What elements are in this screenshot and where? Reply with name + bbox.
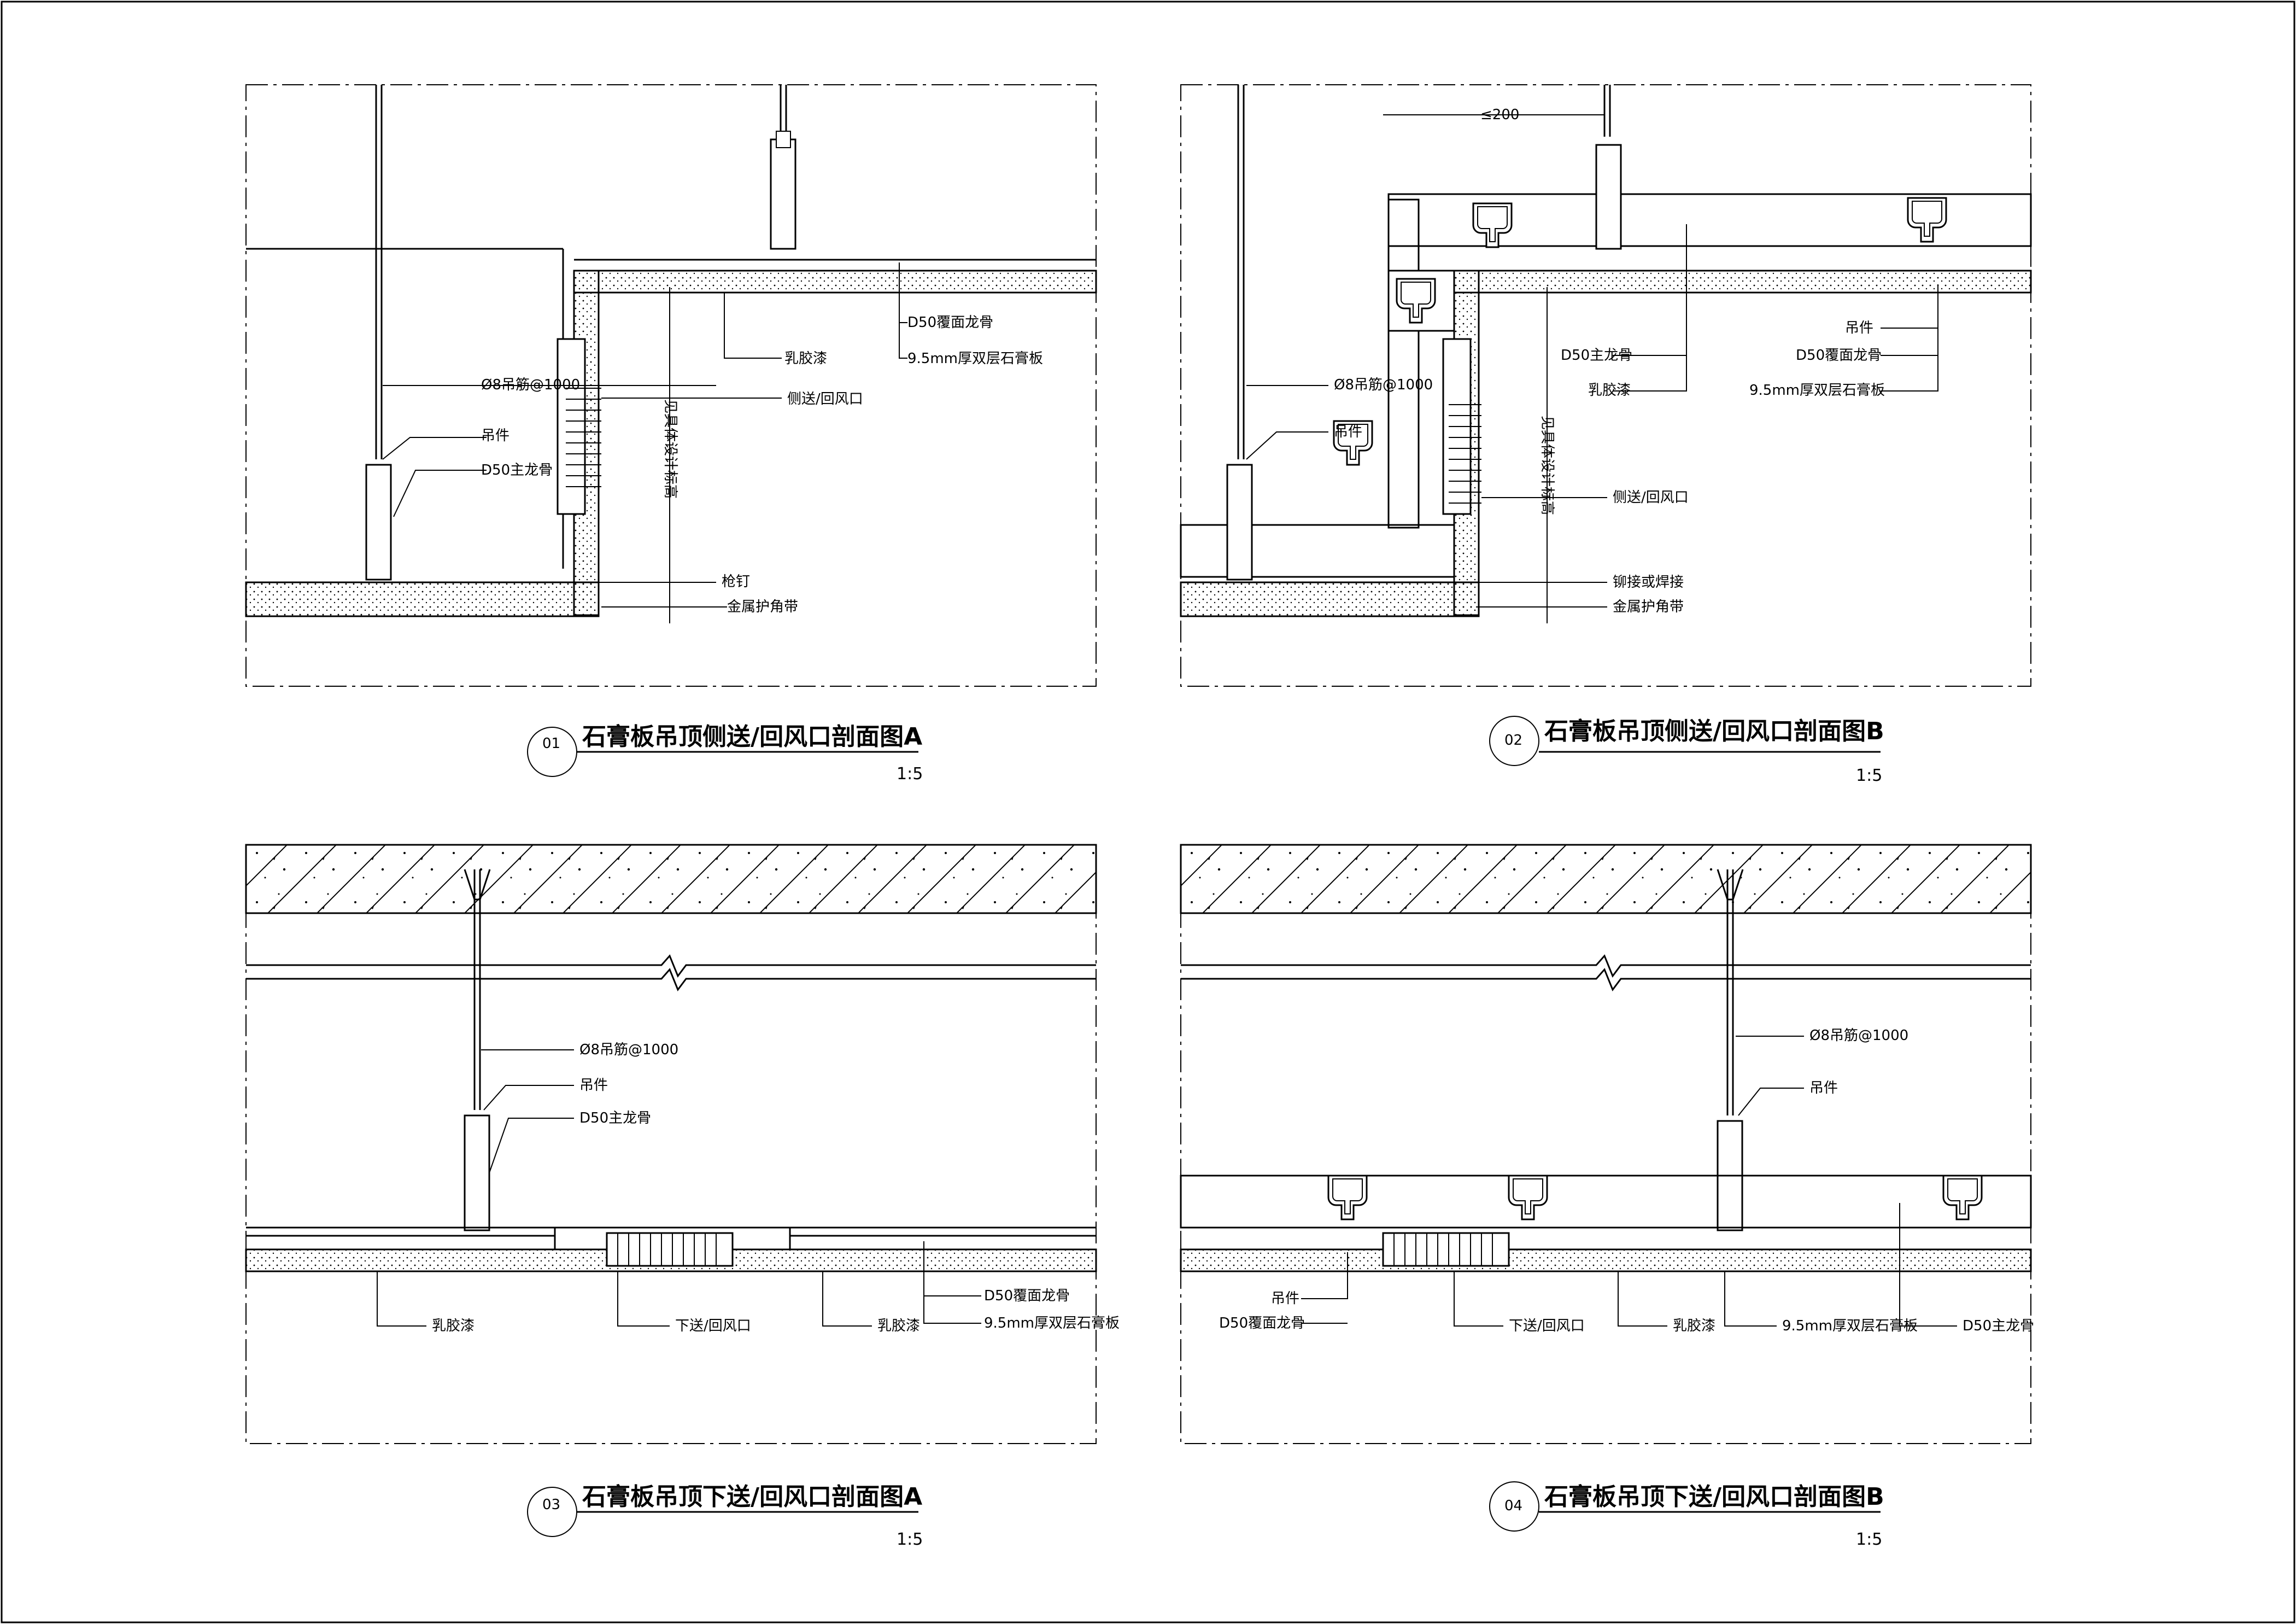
bottom-vent (1382, 1232, 1510, 1267)
detail-02-number: 02 (1504, 732, 1522, 749)
label-hanger-low: 吊件 (1271, 1290, 1299, 1307)
detail-04-scale: 1:5 (1856, 1530, 1882, 1549)
detail-02: ≤200 吊件 D50覆面龙骨 9.5mm厚双层石膏板 D50主龙骨 乳胶漆 Ø… (1180, 84, 2032, 785)
detail-04-title: 石膏板吊顶下送/回风口剖面图B (1544, 1483, 1884, 1511)
label-vent: 侧送/回风口 (787, 391, 863, 407)
label-latex: 乳胶漆 (1588, 382, 1631, 399)
detail-03-number: 03 (542, 1497, 560, 1513)
detail-03-scale: 1:5 (897, 1530, 923, 1549)
label-latex: 乳胶漆 (1673, 1318, 1715, 1334)
detail-01-labels: Ø8吊筋@1000 吊件 D50主龙骨 乳胶漆 D50覆面龙骨 9.5mm厚双层… (481, 314, 1043, 615)
detail-01: Ø8吊筋@1000 吊件 D50主龙骨 乳胶漆 D50覆面龙骨 9.5mm厚双层… (245, 84, 1097, 784)
detail-01-number-circle (527, 727, 577, 777)
side-vent (557, 338, 586, 515)
detail-02-labels: ≤200 吊件 D50覆面龙骨 9.5mm厚双层石膏板 D50主龙骨 乳胶漆 Ø… (1334, 107, 1885, 615)
label-vent: 侧送/回风口 (1613, 489, 1689, 506)
label-rod: Ø8吊筋@1000 (1334, 377, 1433, 393)
label-latex-left: 乳胶漆 (432, 1318, 475, 1334)
gypsum-board-lower (245, 581, 600, 617)
label-spacing: ≤200 (1480, 107, 1519, 123)
detail-01-scale: 1:5 (897, 764, 923, 784)
label-rivet: 铆接或焊接 (1613, 574, 1684, 591)
label-rod: Ø8吊筋@1000 (1809, 1027, 1908, 1044)
label-design-height: 见具体设计标高 (1539, 416, 1555, 515)
detail-03: Ø8吊筋@1000 吊件 D50主龙骨 乳胶漆 下送/回风口 乳胶漆 D50覆面… (245, 844, 1120, 1549)
label-board: 9.5mm厚双层石膏板 (984, 1315, 1120, 1331)
label-cover-keel: D50覆面龙骨 (907, 314, 993, 331)
label-corner: 金属护角带 (727, 599, 798, 615)
label-vent: 下送/回风口 (675, 1318, 751, 1334)
label-main-keel: D50主龙骨 (1561, 347, 1632, 364)
label-nail: 枪钉 (722, 574, 750, 590)
label-hanger-left: 吊件 (1334, 424, 1362, 440)
label-cover-keel: D50覆面龙骨 (1219, 1315, 1305, 1331)
label-main-keel: D50主龙骨 (481, 462, 553, 478)
label-rod: Ø8吊筋@1000 (481, 377, 580, 393)
label-vent: 下送/回风口 (1509, 1318, 1585, 1334)
detail-04: Ø8吊筋@1000 吊件 吊件 D50覆面龙骨 下送/回风口 乳胶漆 9.5mm… (1180, 844, 2034, 1549)
label-rod: Ø8吊筋@1000 (579, 1042, 678, 1058)
concrete-slab (245, 844, 1097, 914)
label-cover-keel: D50覆面龙骨 (984, 1288, 1070, 1304)
detail-01-title: 石膏板吊顶侧送/回风口剖面图A (582, 723, 922, 751)
label-hanger: 吊件 (579, 1077, 608, 1094)
detail-02-scale: 1:5 (1856, 766, 1882, 785)
label-corner: 金属护角带 (1613, 599, 1684, 615)
label-latex-right: 乳胶漆 (877, 1318, 920, 1334)
label-hanger: 吊件 (1845, 320, 1873, 336)
label-latex: 乳胶漆 (784, 350, 827, 367)
label-board: 9.5mm厚双层石膏板 (907, 350, 1043, 367)
detail-04-labels: Ø8吊筋@1000 吊件 吊件 D50覆面龙骨 下送/回风口 乳胶漆 9.5mm… (1219, 1027, 2034, 1334)
detail-04-number: 04 (1504, 1498, 1522, 1514)
label-hanger: 吊件 (1809, 1080, 1838, 1096)
gypsum-board-upper (573, 270, 1097, 294)
label-cover-keel: D50覆面龙骨 (1796, 347, 1882, 364)
detail-01-frame (245, 84, 1097, 687)
label-main-keel: D50主龙骨 (579, 1110, 651, 1126)
detail-03-title: 石膏板吊顶下送/回风口剖面图A (582, 1483, 922, 1511)
label-board: 9.5mm厚双层石膏板 (1782, 1318, 1918, 1334)
detail-03-labels: Ø8吊筋@1000 吊件 D50主龙骨 乳胶漆 下送/回风口 乳胶漆 D50覆面… (432, 1042, 1120, 1334)
label-board: 9.5mm厚双层石膏板 (1749, 382, 1885, 399)
detail-01-number: 01 (542, 735, 560, 752)
label-design-height: 见具体设计标高 (662, 399, 678, 499)
label-main-keel: D50主龙骨 (1963, 1318, 2034, 1334)
label-hanger: 吊件 (481, 428, 509, 444)
detail-02-title: 石膏板吊顶侧送/回风口剖面图B (1544, 717, 1884, 745)
hanger (365, 464, 392, 581)
detail-02-frame (1180, 84, 2031, 687)
